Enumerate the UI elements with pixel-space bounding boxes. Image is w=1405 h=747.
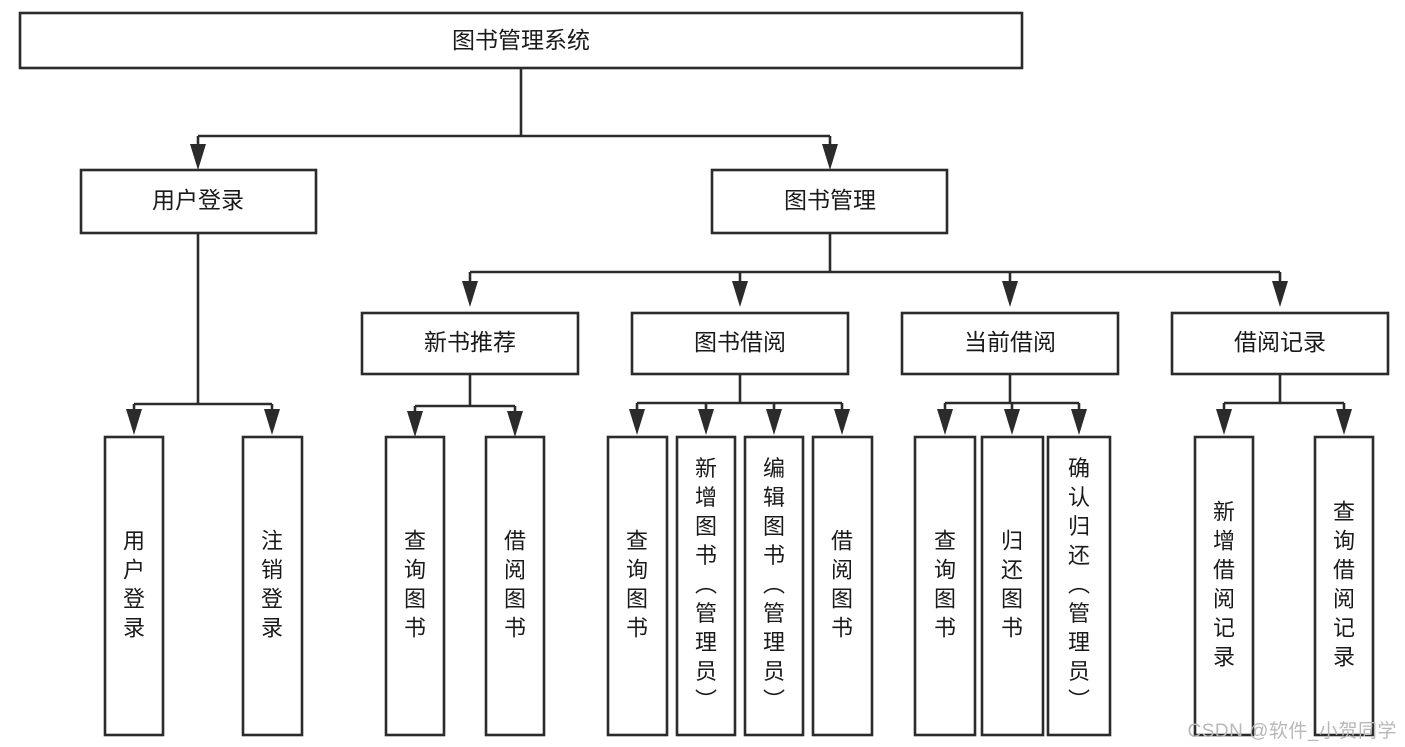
arrow-to-book-borrow	[732, 281, 748, 307]
arrow-cb-leaf-3	[1071, 409, 1087, 435]
connector-group-current-borrow	[937, 374, 1087, 435]
leaf-box-group	[103, 435, 1375, 737]
leaf-box-confirm-return[interactable]	[1046, 435, 1112, 737]
node-book-mgmt-label: 图书管理	[784, 187, 876, 213]
connector-group-book-borrow	[629, 374, 850, 435]
leaf-label-edit-book-admin: 编辑图书︵管理员︶	[763, 456, 785, 713]
leaf-label-query-borrow-record: 查询借阅记录	[1333, 499, 1355, 669]
node-book-borrow-box[interactable]	[630, 311, 850, 376]
leaf-box-logout-login[interactable]	[241, 435, 304, 737]
arrow-bb-leaf-2	[698, 409, 714, 435]
connector-group-book-mgmt	[462, 233, 1288, 307]
arrow-to-borrow-record	[1272, 281, 1288, 307]
node-current-borrow[interactable]: 当前借阅	[900, 311, 1120, 376]
leaf-box-borrow-book-nbr[interactable]	[484, 435, 546, 737]
leaf-box-query-book-bb[interactable]	[606, 435, 669, 737]
leaf-label-query-book-bb: 查询图书	[626, 528, 648, 640]
node-user-login[interactable]: 用户登录	[79, 168, 318, 235]
node-root[interactable]: 图书管理系统	[18, 11, 1024, 70]
arrow-bb-leaf-3	[766, 409, 782, 435]
leaf-label-add-book-admin: 新增图书︵管理员︶	[695, 456, 717, 713]
arrow-bb-leaf-4	[834, 409, 850, 435]
node-borrow-record-box[interactable]	[1170, 311, 1390, 376]
node-borrow-record-label: 借阅记录	[1234, 329, 1326, 355]
node-root-box[interactable]	[18, 11, 1024, 70]
node-user-login-label: 用户登录	[152, 187, 244, 213]
node-new-book-recommend[interactable]: 新书推荐	[360, 311, 580, 376]
leaf-label-confirm-return: 确认归还︵管理员︶	[1068, 456, 1090, 713]
arrow-br-leaf-1	[1216, 409, 1232, 435]
arrow-to-leaf-user-login	[126, 409, 142, 435]
leaf-label-borrow-book-bb: 借阅图书	[831, 528, 853, 640]
leaf-box-user-login[interactable]	[103, 435, 165, 737]
arrow-br-leaf-2	[1336, 409, 1352, 435]
node-current-borrow-box[interactable]	[900, 311, 1120, 376]
leaf-box-add-book-admin[interactable]	[675, 435, 737, 737]
arrow-cb-leaf-1	[937, 409, 953, 435]
arrow-nbr-leaf-2	[507, 411, 523, 437]
leaf-label-return-book: 归还图书	[1001, 528, 1023, 640]
node-book-borrow-label: 图书借阅	[694, 329, 786, 355]
node-current-borrow-label: 当前借阅	[964, 329, 1056, 355]
node-book-mgmt-box[interactable]	[710, 168, 949, 235]
arrow-to-leaf-logout-login	[264, 409, 280, 435]
leaf-label-query-book-cb: 查询图书	[934, 528, 956, 640]
connector-group-new-book-recommend	[407, 374, 523, 437]
node-root-label: 图书管理系统	[452, 27, 590, 53]
leaf-label-borrow-book-nbr: 借阅图书	[504, 528, 526, 640]
leaf-box-query-book-cb[interactable]	[913, 435, 977, 737]
node-book-mgmt[interactable]: 图书管理	[710, 168, 949, 235]
node-new-book-recommend-box[interactable]	[360, 311, 580, 376]
leaf-box-borrow-book-bb[interactable]	[811, 435, 874, 737]
node-user-login-box[interactable]	[79, 168, 318, 235]
arrow-to-current-borrow	[1002, 281, 1018, 307]
leaf-box-query-borrow-record[interactable]	[1313, 435, 1375, 737]
arrow-cb-leaf-2	[1004, 409, 1020, 435]
leaf-box-return-book[interactable]	[980, 435, 1045, 737]
connector-group-user-login	[126, 233, 280, 435]
leaf-label-query-book-nbr: 查询图书	[404, 528, 426, 640]
node-book-borrow[interactable]: 图书借阅	[630, 311, 850, 376]
leaf-box-query-book-nbr[interactable]	[384, 435, 446, 737]
leaf-label-group: 用户登录 注销登录 查询图书 借阅图书 查询图书 新增图书︵管理员︶ 编辑图书︵…	[123, 456, 1355, 713]
arrow-root-to-user-login	[190, 144, 206, 170]
arrow-to-new-book-recommend	[462, 281, 478, 307]
leaf-box-add-borrow-record[interactable]	[1193, 435, 1255, 737]
node-borrow-record[interactable]: 借阅记录	[1170, 311, 1390, 376]
arrow-root-to-book-mgmt	[822, 144, 838, 170]
arrow-nbr-leaf-1	[407, 411, 423, 437]
leaf-label-user-login: 用户登录	[123, 528, 145, 640]
leaf-box-edit-book-admin[interactable]	[743, 435, 805, 737]
connector-group-borrow-record	[1216, 374, 1352, 435]
node-new-book-recommend-label: 新书推荐	[424, 329, 516, 355]
connector-group-root	[190, 68, 838, 170]
leaf-label-add-borrow-record: 新增借阅记录	[1213, 499, 1235, 669]
arrow-bb-leaf-1	[629, 409, 645, 435]
leaf-label-logout-login: 注销登录	[261, 528, 283, 640]
